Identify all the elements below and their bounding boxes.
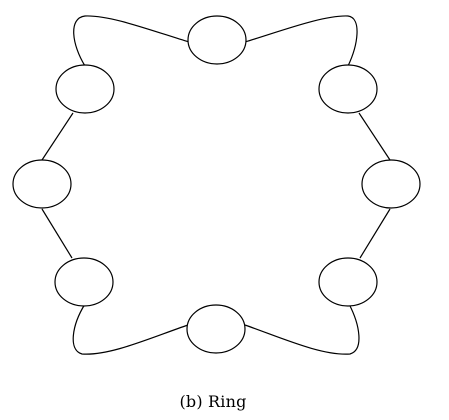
ring-edge-upper-left: [41, 112, 74, 161]
ring-edge-top-left: [73, 15, 190, 67]
ring-edge-bottom-right: [244, 303, 360, 355]
ring-edge-top-right: [244, 15, 358, 67]
ring-edge-lower-left: [41, 208, 73, 259]
ring-node-right: [361, 159, 421, 209]
ring-edge-bottom-left: [72, 303, 189, 355]
ring-edge-lower-right: [359, 208, 391, 259]
figure-caption: (b) Ring: [179, 392, 247, 411]
ring-node-bottom: [186, 304, 246, 354]
ring-node-top-left: [55, 64, 115, 114]
ring-edge-upper-right: [358, 112, 391, 161]
ring-node-left: [12, 159, 72, 209]
ring-node-bottom-right: [318, 257, 378, 307]
ring-diagram: [12, 15, 421, 355]
ring-node-bottom-left: [54, 257, 114, 307]
ring-node-top: [187, 15, 247, 65]
ring-node-top-right: [318, 64, 378, 114]
